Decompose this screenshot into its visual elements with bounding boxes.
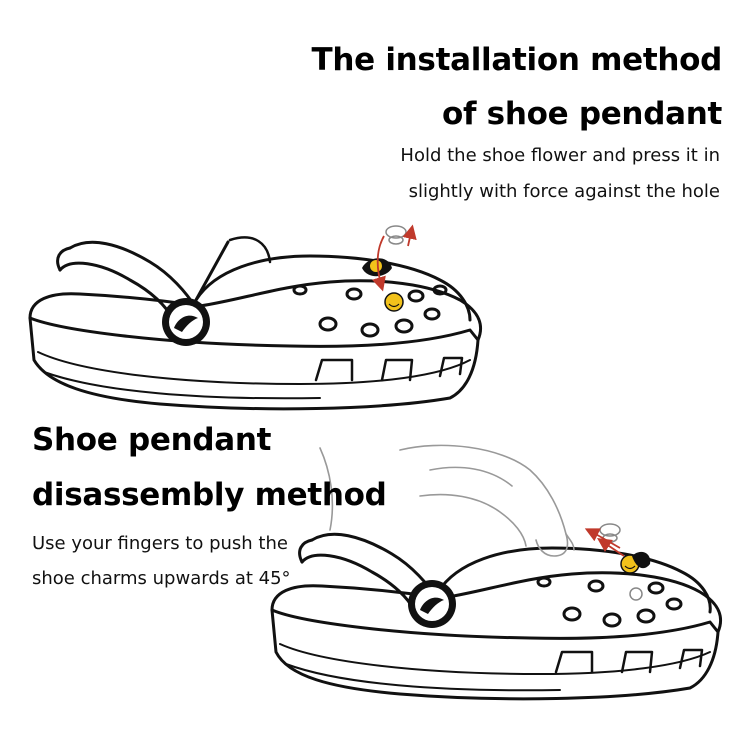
clog-illustration-bottom: [270, 532, 723, 701]
arrow-icon: [372, 224, 417, 292]
smiley-charm-icon: [599, 523, 651, 601]
hand-illustration: [319, 444, 575, 557]
arrow-icon: [584, 528, 625, 557]
disassembly-title-line-1: Shoe pendant: [32, 422, 272, 458]
installation-title-line-1: The installation method: [311, 42, 723, 78]
installation-desc-line-2: slightly with force against the hole: [408, 181, 720, 202]
crocodile-logo-badge-icon: [408, 580, 456, 628]
crocodile-logo-badge-icon: [162, 298, 210, 346]
smiley-charm-icon: [362, 225, 407, 312]
installation-title-line-2: of shoe pendant: [442, 96, 722, 132]
disassembly-desc-line-1: Use your fingers to push the: [32, 533, 288, 554]
clog-illustration-top: [28, 236, 483, 411]
disassembly-desc-line-2: shoe charms upwards at 45°: [32, 568, 291, 589]
disassembly-title-line-2: disassembly method: [32, 477, 387, 513]
installation-desc-line-1: Hold the shoe flower and press it in: [400, 145, 720, 166]
